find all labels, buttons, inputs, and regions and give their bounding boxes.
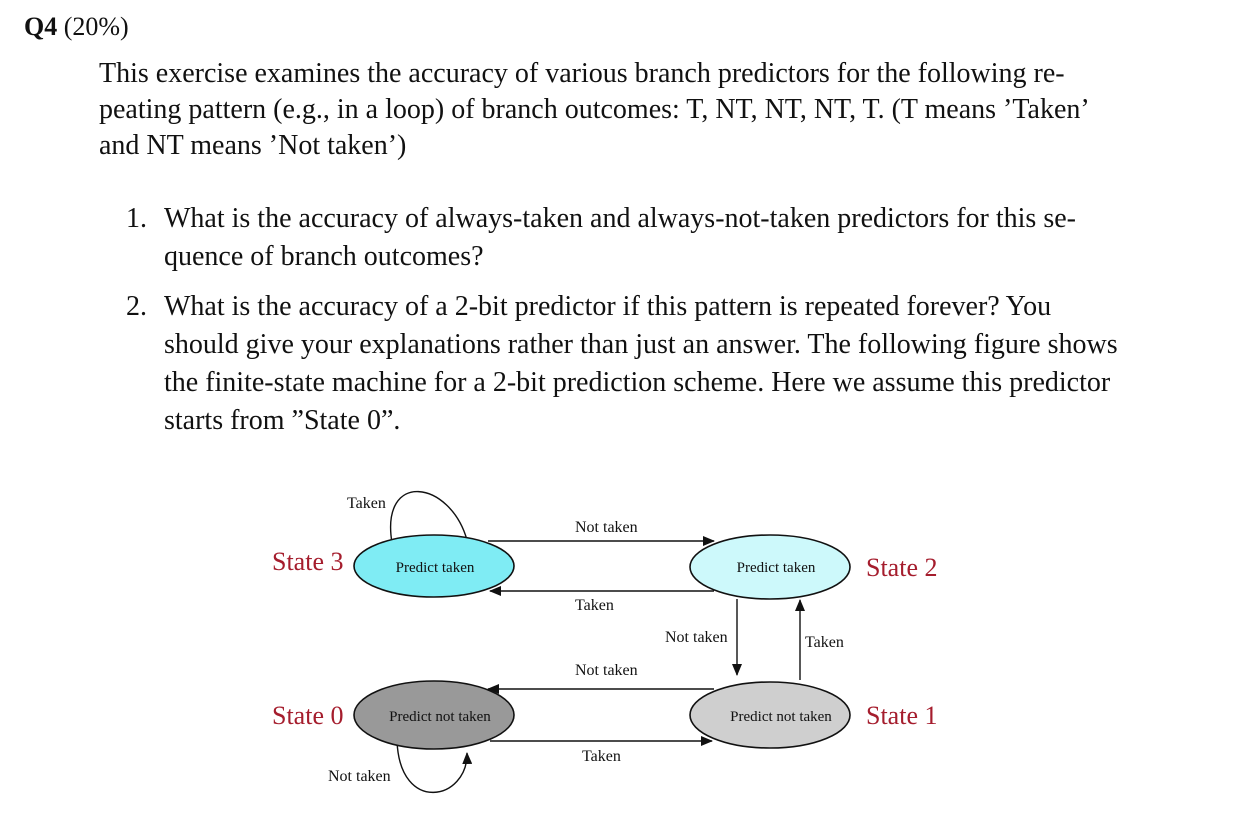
state-3-name: State 3 xyxy=(272,547,344,576)
label-s0-self: Not taken xyxy=(328,768,391,785)
item-line: the finite-state machine for a 2-bit pre… xyxy=(164,367,1111,398)
label-s3-to-s2: Not taken xyxy=(575,519,638,536)
label-s2-to-s1: Not taken xyxy=(665,629,728,646)
state-2-prediction: Predict taken xyxy=(737,560,816,576)
item-number: 2. xyxy=(126,291,147,322)
item-line: should give your explanations rather tha… xyxy=(164,329,1118,360)
intro-line: This exercise examines the accuracy of v… xyxy=(99,58,1065,89)
item-line: What is the accuracy of always-taken and… xyxy=(164,203,1076,234)
item-number: 1. xyxy=(126,203,147,234)
label-s1-to-s0: Not taken xyxy=(575,662,638,679)
state-1-name: State 1 xyxy=(866,701,938,730)
state-3-ellipse xyxy=(353,534,515,598)
state-1-ellipse xyxy=(689,681,851,749)
intro-paragraph: This exercise examines the accuracy of v… xyxy=(99,56,1199,164)
intro-line: and NT means ’Not taken’) xyxy=(99,130,407,161)
intro-line: peating pattern (e.g., in a loop) of bra… xyxy=(99,94,1090,125)
question-number: Q4 xyxy=(24,12,58,41)
question-heading: Q4 (20%) xyxy=(24,12,129,42)
label-s1-to-s2: Taken xyxy=(805,634,844,651)
item-line: starts from ”State 0”. xyxy=(164,405,401,436)
edge-s0-self xyxy=(396,740,473,794)
edge-s3-self xyxy=(389,490,468,544)
edge-labels: Taken Not taken Taken Not taken Taken No… xyxy=(328,495,844,785)
transition-lines xyxy=(389,490,805,794)
question-weight: (20%) xyxy=(63,12,129,41)
item-line: What is the accuracy of a 2-bit predicto… xyxy=(164,291,1052,322)
label-s0-to-s1: Taken xyxy=(582,748,621,765)
state-3-prediction: Predict taken xyxy=(396,560,475,576)
state-texts: Predict taken Predict taken Predict not … xyxy=(389,560,832,725)
question-item-2: 2. What is the accuracy of a 2-bit predi… xyxy=(126,288,1199,440)
state-0-prediction: Predict not taken xyxy=(389,709,491,725)
label-s2-to-s3: Taken xyxy=(575,597,614,614)
state-1-prediction: Predict not taken xyxy=(730,709,832,725)
state-0-name: State 0 xyxy=(272,701,344,730)
item-line: quence of branch outcomes? xyxy=(164,241,484,272)
state-2-name: State 2 xyxy=(866,553,938,582)
state-0-ellipse xyxy=(353,680,515,750)
label-s3-self: Taken xyxy=(347,495,386,512)
question-item-1: 1. What is the accuracy of always-taken … xyxy=(126,200,1199,276)
state-2-ellipse xyxy=(689,534,851,600)
state-names: State 3 State 2 State 1 State 0 xyxy=(272,547,938,730)
